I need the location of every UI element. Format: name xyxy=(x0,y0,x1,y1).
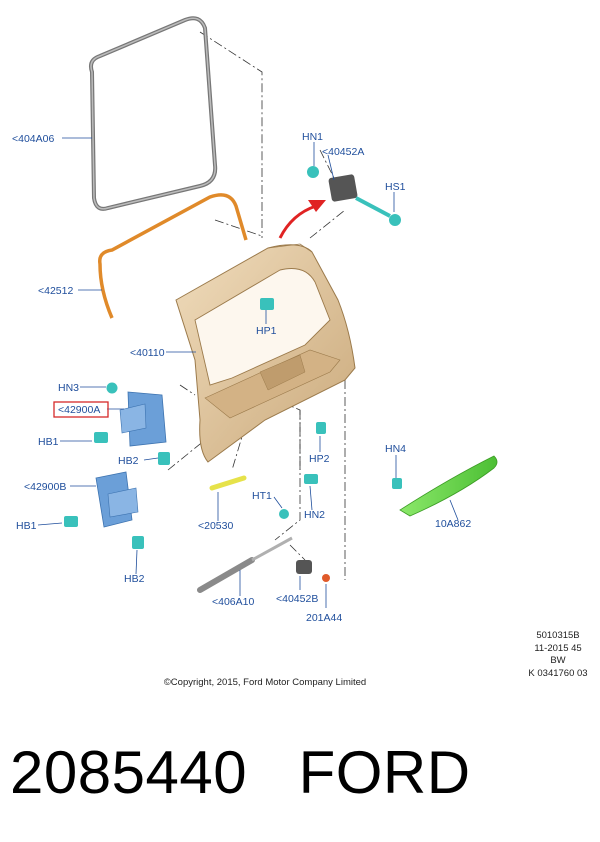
liftgate-body xyxy=(175,243,356,463)
fastener-hb2-top xyxy=(158,452,170,465)
fastener-hn3 xyxy=(106,382,118,394)
hinge-b xyxy=(95,471,139,528)
exploded-parts-diagram: <404A06 HN1 <40452A HS1 <42512 HP1 <4011… xyxy=(12,16,498,624)
weatherstrip xyxy=(98,193,248,319)
label-hinge-a: <42900A xyxy=(58,404,100,416)
label-hn2: HN2 xyxy=(304,509,325,521)
hinge-a xyxy=(119,391,167,447)
drawing-info-line3: BW xyxy=(550,655,566,666)
label-hn1: HN1 xyxy=(302,131,323,143)
door-seal xyxy=(89,16,218,211)
fastener-hs1 xyxy=(355,196,401,226)
fastener-hn4 xyxy=(392,478,402,489)
bumper-part xyxy=(209,475,247,491)
label-weatherstrip: <42512 xyxy=(38,285,73,297)
fastener-hp1 xyxy=(260,298,274,310)
label-hinge-b: <42900B xyxy=(24,481,66,493)
spoiler xyxy=(399,455,498,517)
label-bracket-b: <40452B xyxy=(276,593,318,605)
door-seal-highlight xyxy=(90,17,216,210)
drawing-info-line1: 5010315B xyxy=(536,630,580,641)
direction-arrow-head xyxy=(308,200,326,212)
label-bracket-a: <40452A xyxy=(322,146,364,158)
label-hn3: HN3 xyxy=(58,382,79,394)
fastener-hp2 xyxy=(316,422,326,434)
label-spoiler: 10A862 xyxy=(435,518,471,530)
label-clip: 201A44 xyxy=(306,612,342,624)
pivot-bracket-a xyxy=(328,174,358,202)
fastener-hn2 xyxy=(304,474,318,484)
pivot-bracket-b xyxy=(296,560,312,574)
highlight-box xyxy=(53,401,109,418)
fastener-hb1-top xyxy=(94,432,108,443)
fastener-hn1 xyxy=(307,166,319,178)
label-hb1-bottom: HB1 xyxy=(16,520,37,532)
clip-201a44 xyxy=(322,574,330,582)
drawing-info: 5010315B 11-2015 45 BW K 0341760 03 xyxy=(518,630,598,680)
label-hb2-bottom: HB2 xyxy=(124,573,145,585)
direction-arrow xyxy=(278,204,317,239)
fastener-hb2-bottom xyxy=(132,536,144,549)
label-bumper: <20530 xyxy=(198,520,233,532)
label-hp2: HP2 xyxy=(309,453,330,465)
drawing-info-line2: 11-2015 45 xyxy=(534,642,582,654)
label-hp1: HP1 xyxy=(256,325,277,337)
part-number-title: 2085440 FORD xyxy=(10,739,471,806)
drawing-info-line4: K 0341760 03 xyxy=(528,667,588,679)
fastener-ht1 xyxy=(279,509,289,519)
label-seal: <404A06 xyxy=(12,133,54,145)
label-hn4: HN4 xyxy=(385,443,406,455)
fastener-hb1-bottom xyxy=(64,516,78,527)
gas-strut xyxy=(197,536,293,593)
label-strut: <406A10 xyxy=(212,596,254,608)
label-hb2-top: HB2 xyxy=(118,455,139,467)
label-hb1-top: HB1 xyxy=(38,436,59,448)
leader-lines xyxy=(37,137,459,608)
label-hs1: HS1 xyxy=(385,181,406,193)
label-gate: <40110 xyxy=(130,347,165,359)
copyright-notice: ©Copyright, 2015, Ford Motor Company Lim… xyxy=(163,677,367,688)
label-ht1: HT1 xyxy=(252,490,272,502)
